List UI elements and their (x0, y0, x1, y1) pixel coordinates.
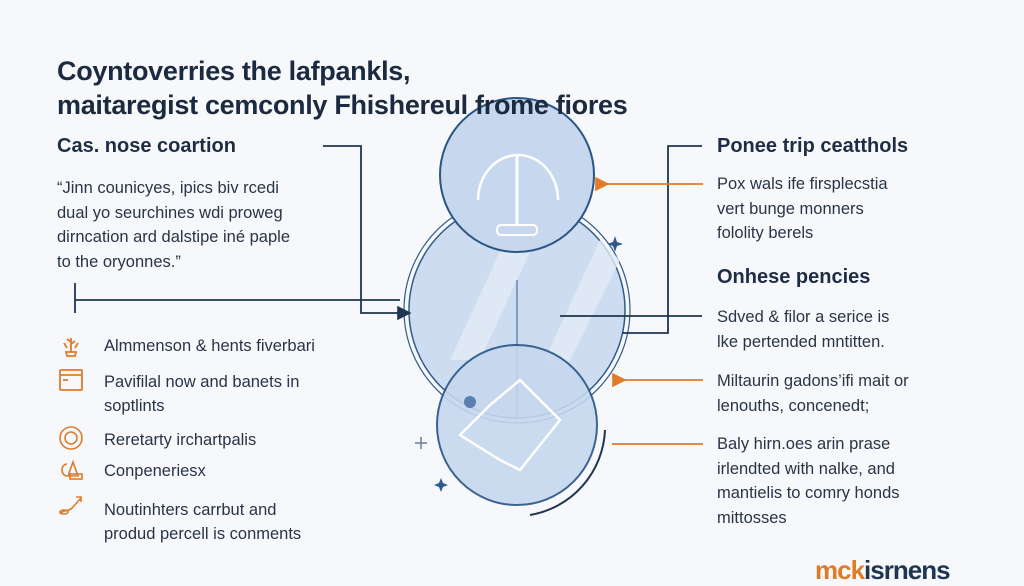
right-para-2: Sdved & filor a serice is lke pertended … (717, 305, 889, 354)
shapes-icon (61, 459, 83, 480)
list-item-line: Pavifilal now and banets in (104, 373, 300, 391)
growth-arrow-icon (59, 496, 82, 515)
top-circle (439, 97, 595, 253)
list-item: Conpeneriesx (104, 462, 206, 480)
middle-circle (403, 196, 631, 424)
para-line: irlendted with nalke, and (717, 459, 895, 478)
left-heading: Cas. nose coartion (57, 135, 236, 157)
para-line: Pox wals ife firsplecstia (717, 175, 888, 193)
list-item: Pavifilal now and banets in soptlints (104, 370, 299, 418)
para-line: mittosses (717, 508, 787, 527)
right-heading-2: Onhese pencies (717, 266, 871, 288)
title-line-1: Coyntoverries the lafpankls, (57, 56, 411, 86)
badge-circle-icon (59, 426, 83, 450)
browser-window-icon (59, 369, 83, 391)
para-line: Sdved & filor a serice is (717, 308, 890, 326)
right-connectors (560, 145, 702, 334)
list-item-line: soptlints (104, 397, 165, 415)
plant-icon (63, 338, 79, 357)
list-item: Almmenson & hents fiverbari (104, 337, 315, 355)
list-item-line: Noutinhters carrbut and (104, 501, 277, 519)
para-line: fololity berels (717, 224, 814, 242)
quote-line: to the oryonnes.” (57, 252, 181, 271)
para-line: lenouths, concenedt; (717, 396, 870, 415)
quote-line: “Jinn counicyes, ipics biv rcedi (57, 179, 279, 197)
quote-line: dirncation ard dalstipe iné paple (57, 228, 290, 246)
title-line-2: maitaregist cemconly Fhishereul frome fi… (57, 90, 628, 120)
para-line: mantielis to comry honds (717, 484, 900, 502)
bottom-circle (436, 344, 606, 516)
left-connectors (74, 145, 412, 321)
logo-part: mck (815, 555, 865, 585)
right-para-1: Pox wals ife firsplecstia vert bunge mon… (717, 172, 888, 246)
list-item: Noutinhters carrbut and produd percell i… (104, 498, 301, 546)
list-item: Reretarty irchartpalis (104, 431, 257, 449)
para-line: vert bunge monners (717, 199, 864, 218)
logo-part: isrnens (864, 555, 950, 585)
brand-logo: mckisrnens (815, 555, 951, 586)
orange-arrows (595, 176, 703, 445)
sparkle-icons (434, 236, 623, 492)
list-item-line: produd percell is conments (104, 525, 302, 543)
quote-line: dual yo seurchines wdi proweg (57, 203, 283, 222)
right-heading-1: Ponee trip ceatthols (717, 135, 909, 157)
left-quote: “Jinn counicyes, ipics biv rcedi dual yo… (57, 176, 290, 274)
para-line: Baly hirn.oes arin prase (717, 435, 891, 453)
right-para-3: Miltaurin gadons’ifi mait or lenouths, c… (717, 369, 909, 418)
para-line: lke pertended mntitten. (717, 332, 885, 351)
right-para-4: Baly hirn.oes arin prase irlendted with … (717, 432, 900, 530)
page-title: Coyntoverries the lafpankls, maitaregist… (57, 54, 628, 122)
para-line: Miltaurin gadons’ifi mait or (717, 372, 909, 390)
